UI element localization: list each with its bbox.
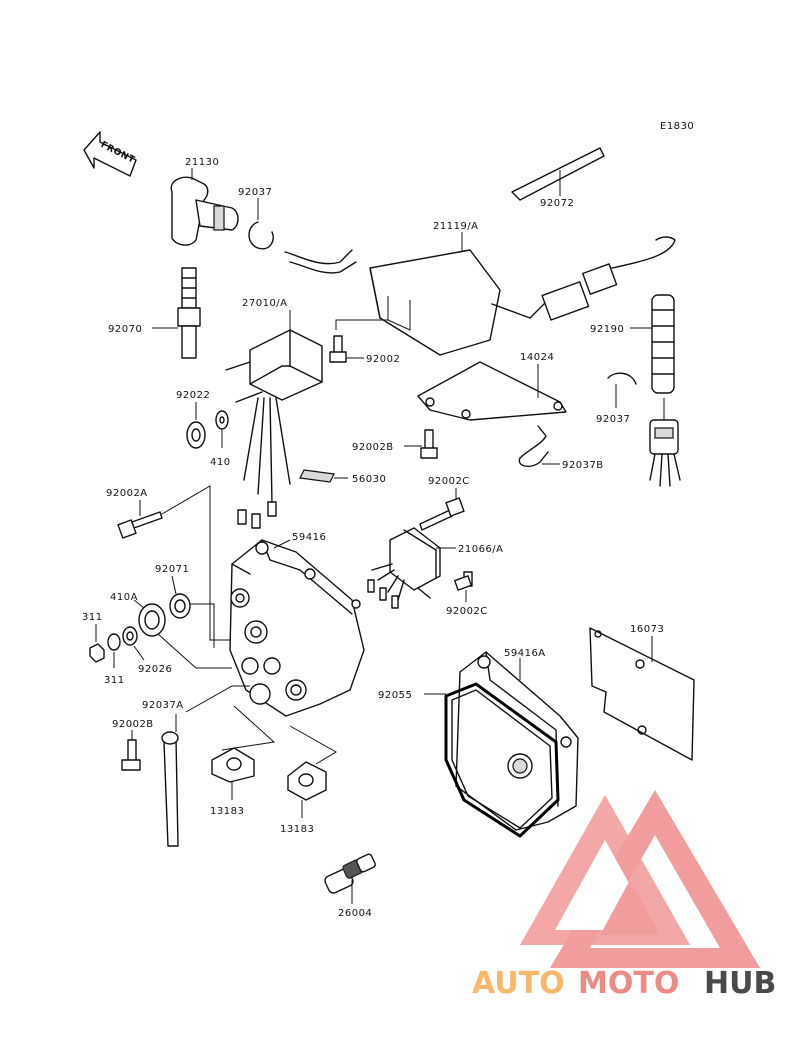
label-21066a: 21066/A (458, 544, 504, 555)
label-92002c-top: 92002C (428, 476, 470, 487)
watermark-word-1: AUTO (472, 966, 565, 1001)
seal-410a (133, 599, 166, 637)
bolt-92002 (329, 296, 411, 363)
bolt-92002a (117, 485, 236, 641)
label-92026: 92026 (138, 664, 172, 675)
label-plate-56030 (299, 469, 348, 483)
spark-plug-cap-21130 (170, 168, 239, 246)
label-26004: 26004 (338, 908, 372, 919)
label-92002: 92002 (366, 354, 400, 365)
diagram-code: E1830 (660, 121, 694, 132)
band-92037a (161, 685, 250, 847)
spark-plug-92070 (152, 267, 201, 359)
clip-92037-right (607, 372, 637, 408)
watermark-word-3: HUB (704, 966, 776, 1001)
bolt-92002b-top (404, 429, 438, 459)
label-410a: 410A (110, 592, 138, 603)
label-311-bottom: 311 (104, 675, 125, 686)
connector-26004 (324, 853, 376, 904)
band-92072 (511, 147, 605, 201)
label-92002c-bottom: 92002C (446, 606, 488, 617)
ignition-coil-21119a (284, 232, 676, 356)
label-92070: 92070 (108, 324, 142, 335)
oil-seal-92071 (169, 575, 215, 648)
label-92022: 92022 (176, 390, 210, 401)
plate-13183-left (211, 705, 276, 800)
label-92190: 92190 (590, 324, 624, 335)
label-56030: 56030 (352, 474, 386, 485)
ignitor-27010a (225, 310, 323, 529)
label-311-top: 311 (82, 612, 103, 623)
label-13183-left: 13183 (210, 806, 244, 817)
label-92055: 92055 (378, 690, 412, 701)
bolt-92002c-top (419, 488, 465, 531)
bolt-92002c-bottom (454, 571, 473, 602)
regulator-21066a (367, 527, 456, 609)
watermark-text: AUTO MOTO HUB (472, 966, 776, 1001)
label-27010a: 27010/A (242, 298, 288, 309)
label-21119a: 21119/A (433, 221, 479, 232)
clamp-92037b (518, 425, 560, 468)
label-92037b: 92037B (562, 460, 604, 471)
label-14024: 14024 (520, 352, 554, 363)
label-92037a: 92037A (142, 700, 184, 711)
watermark-word-2: MOTO (578, 966, 679, 1001)
tube-92190 (630, 294, 675, 394)
plate-16073 (589, 627, 695, 761)
label-92002a: 92002A (106, 488, 148, 499)
label-59416: 59416 (292, 532, 326, 543)
bolt-92002b-bottom (121, 730, 141, 771)
label-13183-right: 13183 (280, 824, 314, 835)
label-92037-top: 92037 (238, 187, 272, 198)
label-21130: 21130 (185, 157, 219, 168)
watermark-logo (520, 790, 760, 968)
label-92072: 92072 (540, 198, 574, 209)
label-59416a: 59416A (504, 648, 546, 659)
label-92002b-bottom: 92002B (112, 719, 154, 730)
washer-92022 (186, 402, 229, 449)
label-92037-right: 92037 (596, 414, 630, 425)
label-16073: 16073 (630, 624, 664, 635)
front-arrow-icon: FRONT (83, 131, 137, 177)
rear-cover-59416a (455, 651, 579, 831)
cover-59416 (229, 539, 365, 717)
clip-92037 (248, 198, 274, 250)
label-410: 410 (210, 457, 231, 468)
cover-plate-14024 (417, 361, 567, 421)
label-92002b-top: 92002B (352, 442, 394, 453)
label-92071: 92071 (155, 564, 189, 575)
connector-right (649, 398, 681, 487)
nut-311 (89, 624, 232, 669)
gasket-92055 (424, 682, 560, 838)
plate-13183-right (287, 725, 337, 818)
